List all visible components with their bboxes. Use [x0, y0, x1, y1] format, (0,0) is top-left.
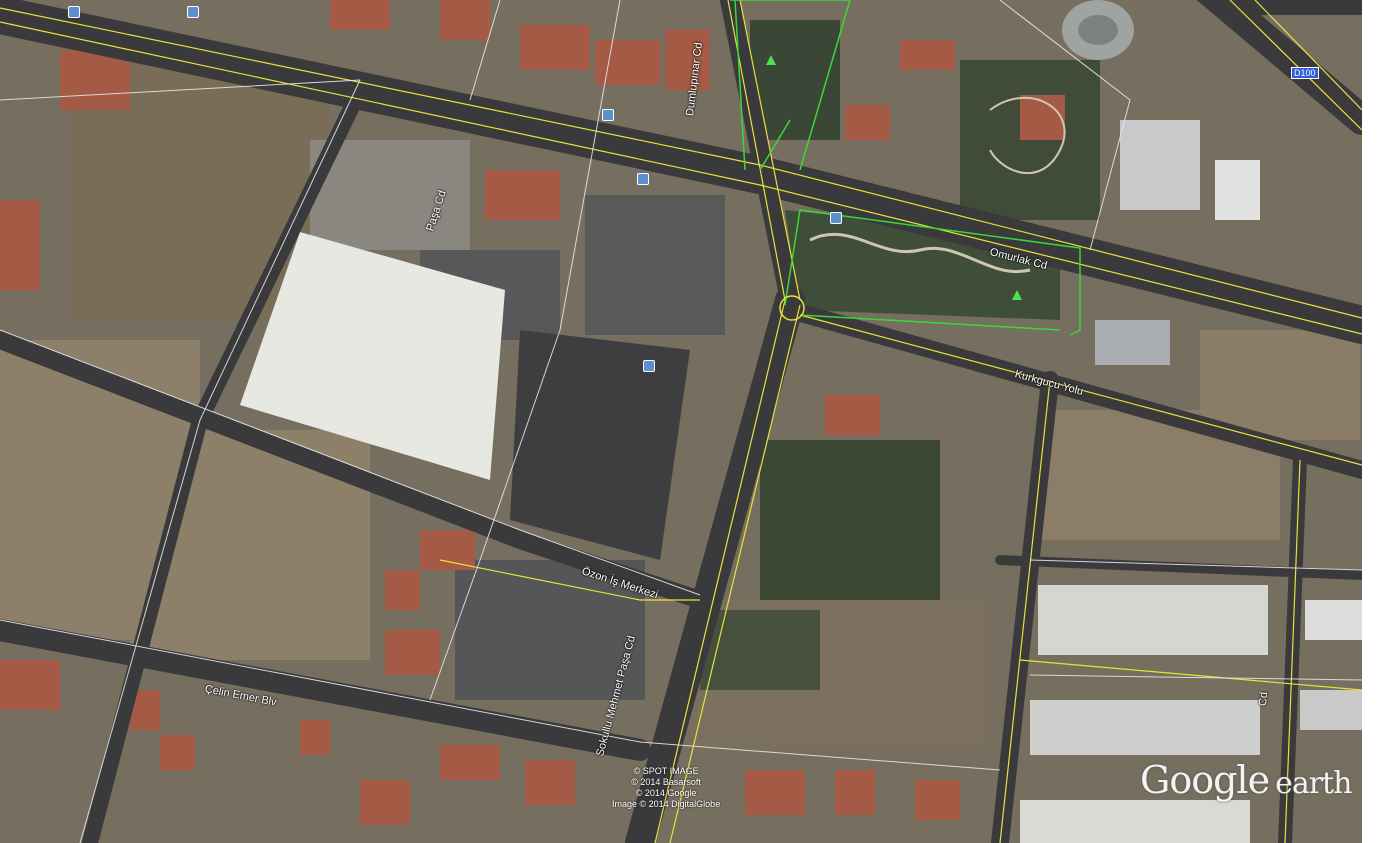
- credit-line: Image © 2014 DigitalGlobe: [612, 799, 721, 809]
- poi-marker-icon[interactable]: [602, 109, 614, 121]
- logo-suffix: earth: [1275, 766, 1352, 801]
- poi-marker-icon[interactable]: [637, 173, 649, 185]
- poi-marker-icon[interactable]: [68, 6, 80, 18]
- logo-word: Google: [1140, 758, 1270, 802]
- right-margin: [1362, 0, 1384, 843]
- imagery-credits: © SPOT IMAGE © 2014 Basarsoft © 2014 Goo…: [612, 766, 720, 810]
- highway-shield-d100: D100: [1291, 67, 1319, 79]
- park-tree-icon[interactable]: [766, 55, 776, 65]
- poi-marker-icon[interactable]: [830, 212, 842, 224]
- road-label-cd: Cd: [1257, 691, 1271, 707]
- credit-line: © 2014 Basarsoft: [631, 777, 701, 787]
- park-tree-icon[interactable]: [1012, 290, 1022, 300]
- credit-line: © SPOT IMAGE: [633, 766, 699, 776]
- poi-marker-icon[interactable]: [643, 360, 655, 372]
- credit-line: © 2014 Google: [635, 788, 697, 798]
- poi-marker-icon[interactable]: [187, 6, 199, 18]
